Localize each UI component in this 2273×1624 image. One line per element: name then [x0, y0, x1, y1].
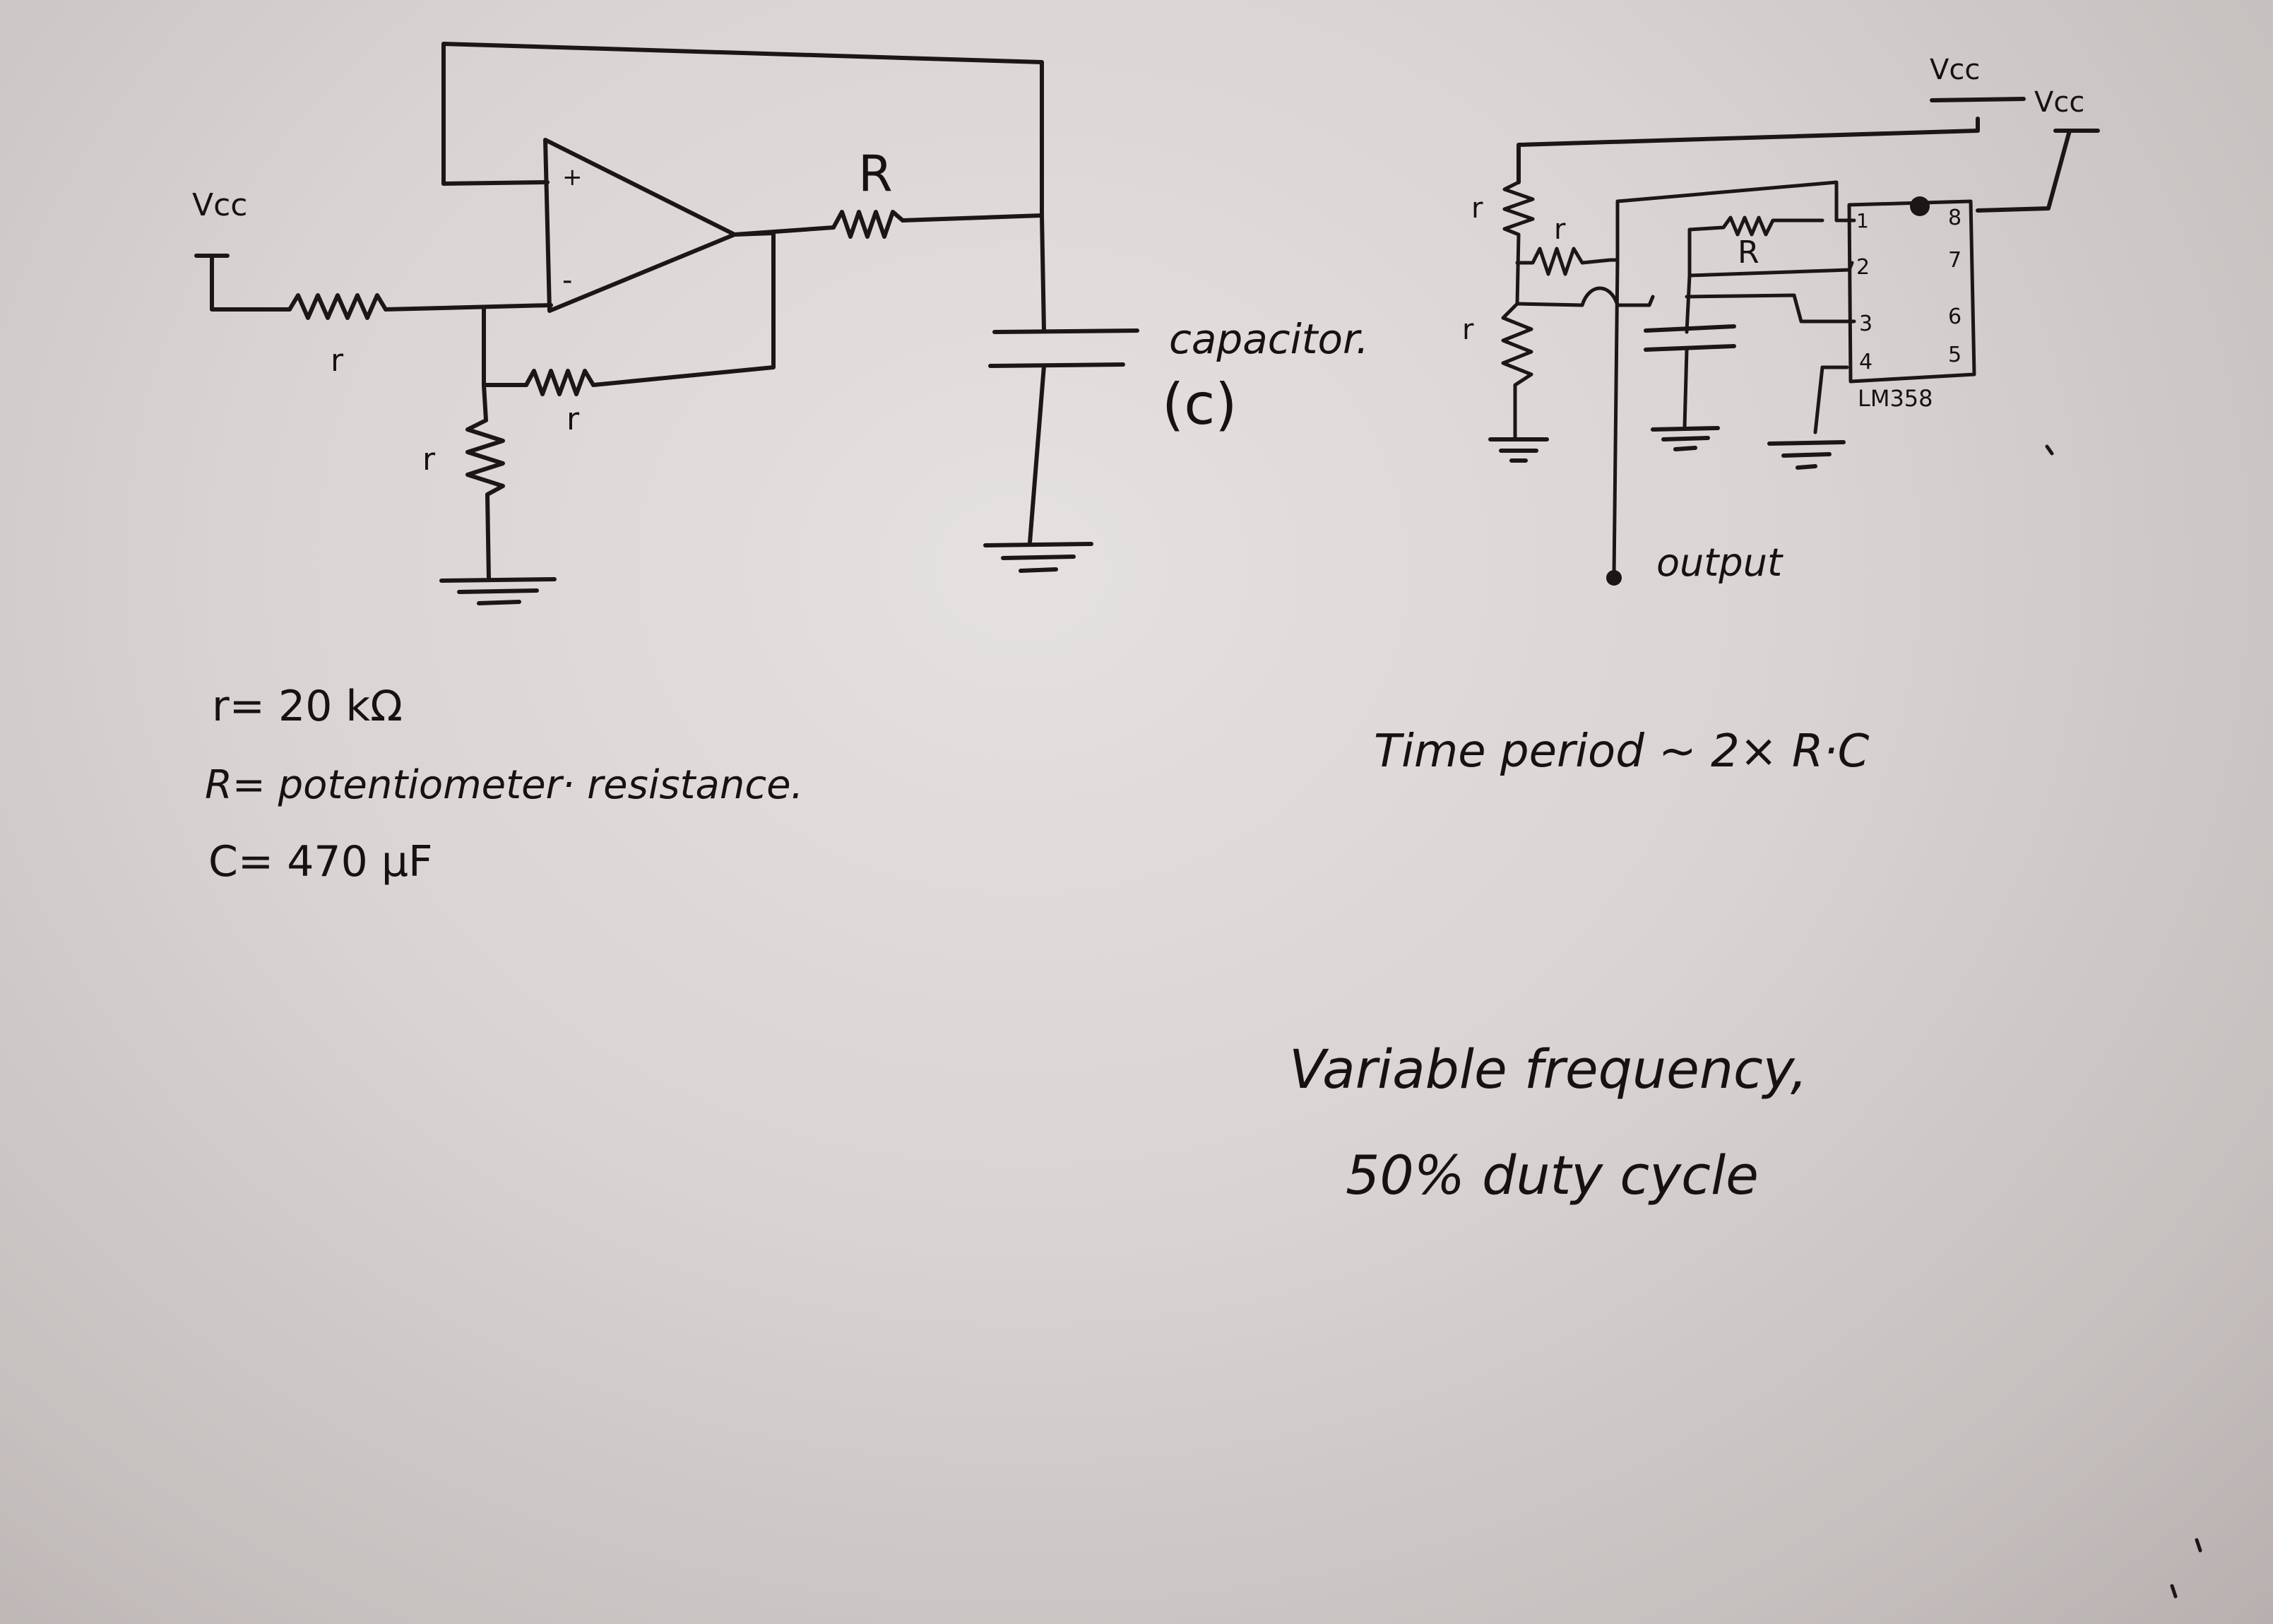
- opamp-plus-label: +: [562, 163, 583, 191]
- note-line-1: Variable frequency,: [1289, 1038, 1808, 1101]
- R-value-text: R= potentiometer· resistance.: [205, 762, 803, 808]
- output-wire: [732, 225, 836, 237]
- r-bottom-label: r: [1462, 314, 1474, 346]
- pin-1: 1: [1856, 209, 1869, 232]
- ground-resistor-label: r: [422, 441, 436, 478]
- pin2-wire: [1687, 227, 1854, 278]
- opamp-oscillator-circuit: + - Vcc r r r R capacitor. (c): [192, 42, 1369, 605]
- pin3-wire: [1685, 293, 1856, 324]
- R-pot-label: R: [1738, 235, 1759, 271]
- time-period-text: Time period ~ 2× R·C: [1374, 725, 1870, 778]
- pin-3: 3: [1859, 312, 1873, 336]
- plus-input-wire: [441, 180, 550, 186]
- opamp-minus-label: -: [562, 264, 572, 297]
- ground-symbol-left: [439, 577, 557, 605]
- cap-top-wire: [1040, 213, 1046, 333]
- feedback-loop-wire: [441, 42, 1044, 218]
- r-bottom-resistor: [1501, 302, 1533, 440]
- output-label: output: [1656, 540, 1784, 585]
- feedback-resistor-label: r: [566, 401, 580, 437]
- pin-4: 4: [1859, 350, 1873, 374]
- R-resistor: [831, 210, 905, 239]
- cap-bottom-wire: [1028, 364, 1046, 545]
- capacitor-right-plates: [1644, 324, 1736, 352]
- ground-resistor: [465, 383, 505, 581]
- r-mid-label: r: [1554, 213, 1566, 246]
- ground-symbol-capacitor: [1651, 426, 1720, 451]
- capacitor-right-ground-wire: [1683, 348, 1689, 429]
- opamp-triangle: [543, 138, 737, 313]
- pin3-reference-wire: [1515, 286, 1655, 307]
- capacitor-label: capacitor.: [1169, 315, 1369, 363]
- output-terminal: [1606, 570, 1622, 586]
- lm358-circuit: Vcc Vcc r r r output R 1: [1462, 54, 2100, 586]
- vcc-label-right-1: Vcc: [1930, 54, 1980, 86]
- R-pot-resistor: [1687, 215, 1824, 237]
- ic-pin1-marker: [1910, 196, 1930, 216]
- lm358-ic-body: [1847, 199, 1976, 384]
- pin-6: 6: [1948, 304, 1962, 329]
- C-value-text: C= 470 μF: [208, 837, 433, 887]
- stray-pen-marks: [2045, 444, 2202, 1599]
- vcc-terminal-2: [1976, 129, 2100, 213]
- pin-8: 8: [1948, 206, 1962, 230]
- vcc-terminal-left: [194, 254, 292, 312]
- ground-symbol-r: [1488, 437, 1549, 463]
- pin4-ground-wire: [1813, 365, 1849, 434]
- input-resistor-label: r: [331, 343, 344, 379]
- output-lead-wire: [1612, 258, 1620, 578]
- ground-symbol-cap: [983, 542, 1093, 573]
- vcc-terminal-1: [1930, 97, 2026, 102]
- pin-5: 5: [1948, 343, 1962, 367]
- pin-2: 2: [1856, 255, 1870, 280]
- input-resistor: [287, 293, 388, 320]
- capacitor-plates: [988, 328, 1139, 368]
- feedback-resistor: [524, 369, 595, 396]
- cap-node-wire: [1685, 273, 1692, 334]
- r-mid-resistor: [1515, 247, 1613, 276]
- capacitor-symbol-label: (c): [1162, 372, 1237, 437]
- r-value-text: r= 20 kΩ: [212, 682, 403, 731]
- minus-input-wire: [384, 303, 553, 312]
- feedback-node-wire: [482, 305, 528, 387]
- component-values: r= 20 kΩ R= potentiometer· resistance. C…: [205, 682, 803, 887]
- ic-name-label: LM358: [1858, 385, 1933, 412]
- pin-7: 7: [1948, 248, 1962, 273]
- r-top-label: r: [1471, 192, 1483, 225]
- vcc-label-left: Vcc: [192, 187, 247, 223]
- top-rail-wire: [1517, 117, 1980, 184]
- r-top-resistor: [1502, 180, 1535, 306]
- ground-symbol-ic: [1767, 440, 1846, 470]
- note-line-2: 50% duty cycle: [1346, 1144, 1759, 1207]
- R-resistor-label: R: [858, 145, 893, 203]
- vcc-label-right-2: Vcc: [2034, 86, 2084, 119]
- R-to-cap-wire: [901, 213, 1044, 223]
